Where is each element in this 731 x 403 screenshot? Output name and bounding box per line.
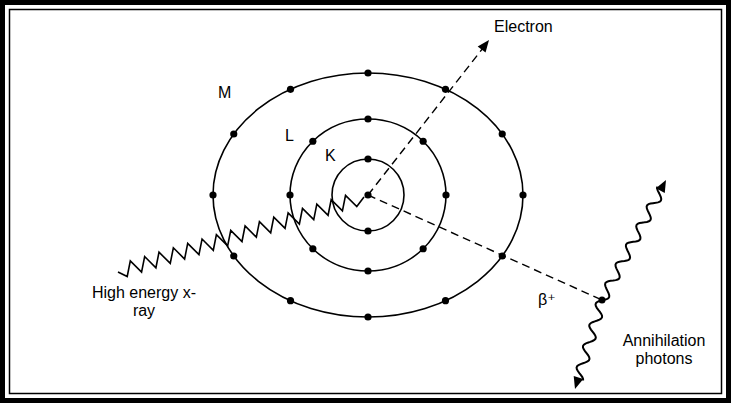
electron-dot: [364, 313, 371, 320]
electron-dot: [519, 191, 526, 198]
electron-dot: [442, 191, 449, 198]
radiation-label: High energy x-ray: [84, 284, 204, 321]
shell-label: M: [218, 84, 238, 102]
electron-dot: [209, 191, 216, 198]
electron-dot: [230, 130, 237, 137]
electron-dot: [309, 245, 316, 252]
shell-label: L: [285, 127, 301, 145]
electron-dot: [364, 267, 371, 274]
electron-dot: [309, 138, 316, 145]
electron-dot: [442, 297, 449, 304]
electron-dot: [286, 191, 293, 198]
electron-dot: [287, 86, 294, 93]
electron-dot: [364, 227, 371, 234]
inner-frame: [10, 10, 722, 394]
photon-arrowhead: [656, 180, 666, 193]
electron-dot: [364, 115, 371, 122]
radiation-label: Annihilation photons: [612, 332, 716, 369]
electron-dot: [287, 297, 294, 304]
x-ray-zigzag: [118, 195, 364, 276]
electron-dot: [230, 252, 237, 259]
electron-track: [368, 48, 483, 195]
electron-dot: [364, 155, 371, 162]
photon-arrowhead: [574, 376, 584, 389]
photon-wave: [577, 300, 602, 380]
particle-label: β⁺: [538, 291, 568, 309]
electron-arrowhead: [478, 40, 489, 53]
particle-label: Electron: [494, 18, 584, 36]
outer-frame: [3, 3, 729, 401]
electron-dot: [364, 69, 371, 76]
electron-dot: [420, 245, 427, 252]
photon-wave: [602, 187, 661, 300]
shell-label: K: [325, 147, 341, 165]
electron-dot: [420, 138, 427, 145]
electron-dot: [499, 130, 506, 137]
positron-track: [368, 195, 602, 300]
